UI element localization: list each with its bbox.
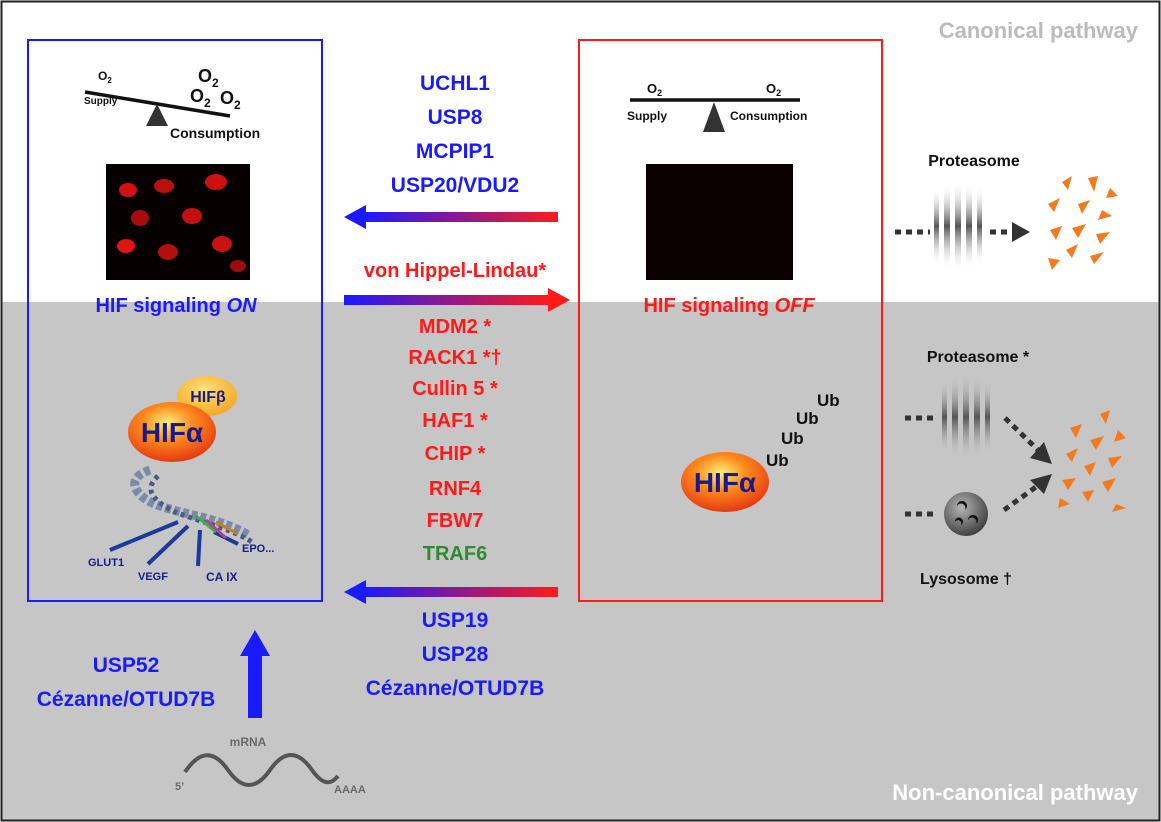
transcriptional-regulators: USP52 Cézanne/OTUD7B (37, 654, 216, 711)
ligase-mdm2: MDM2 * (419, 316, 491, 338)
svg-text:HIFα: HIFα (694, 467, 756, 498)
bottom-deubiquitinase-list: USP19 USP28 Cézanne/OTUD7B (366, 609, 545, 700)
arrow-deubiquitination-bottom (344, 580, 558, 604)
ligase-rnf4: RNF4 (429, 478, 482, 500)
ligase-rack1: RACK1 *† (408, 347, 501, 369)
svg-text:Cézanne/OTUD7B: Cézanne/OTUD7B (366, 677, 545, 700)
ubiquitin-2: Ub (781, 429, 804, 448)
supply-label-off: Supply (627, 109, 667, 123)
vhl-label: von Hippel-Lindau* (364, 260, 546, 282)
hif-signaling-on-label: HIF signaling ON (95, 295, 257, 317)
mrna-strand: mRNA 5’ AAAA (175, 735, 366, 796)
hif-alpha-subunit-off (681, 452, 769, 512)
svg-text:O2: O2 (647, 81, 662, 98)
ubiquitin-3: Ub (796, 409, 819, 428)
svg-text:O2: O2 (190, 86, 211, 110)
target-gene-glut1: GLUT1 (88, 557, 124, 569)
hif-complex: HIFβ HIFα GLUT1 VEGF CA IX EPO... (88, 376, 274, 584)
proteasome-noncanonical (905, 374, 1052, 464)
svg-text:USP28: USP28 (422, 643, 489, 666)
lysosome (905, 474, 1052, 536)
consumption-label-on: Consumption (170, 125, 260, 141)
svg-text:O2: O2 (220, 88, 241, 112)
svg-text:USP52: USP52 (93, 654, 160, 677)
svg-text:USP8: USP8 (428, 106, 483, 129)
hif-on-panel (27, 39, 323, 602)
target-gene-epo: EPO... (242, 543, 274, 555)
svg-text:HIFα: HIFα (141, 417, 203, 448)
hif-off-micrograph (646, 164, 793, 280)
svg-text:O2: O2 (766, 81, 781, 98)
oxygen-balance-on: O2 Supply O2 O2 O2 Consumption (84, 66, 260, 141)
ubiquitin-4: Ub (817, 391, 840, 410)
top-deubiquitinase-list: UCHL1 USP8 MCPIP1 USP20/VDU2 (391, 72, 519, 197)
hif-on-micrograph (106, 164, 250, 280)
hif-alpha-subunit-on (128, 402, 216, 462)
peptide-fragments-noncanonical (1058, 410, 1126, 512)
oxygen-balance-off: O2 O2 Supply Consumption (627, 81, 807, 132)
svg-text:USP19: USP19 (422, 609, 489, 632)
ligase-traf6: TRAF6 (423, 543, 487, 565)
noncanonical-pathway-label: Non-canonical pathway (892, 780, 1138, 805)
svg-text:AAAA: AAAA (334, 784, 366, 796)
consumption-label-off: Consumption (730, 109, 807, 123)
ligase-fbw7: FBW7 (427, 510, 484, 532)
noncanonical-region (2, 302, 1159, 820)
proteasome-label-noncanonical: Proteasome * (927, 349, 1030, 366)
arrow-transcription (240, 630, 270, 718)
svg-text:Cézanne/OTUD7B: Cézanne/OTUD7B (37, 688, 216, 711)
arrow-deubiquitination-top (344, 205, 558, 229)
supply-label-on: Supply (84, 96, 118, 107)
peptide-fragments-canonical (1048, 176, 1118, 270)
svg-text:UCHL1: UCHL1 (420, 72, 490, 95)
svg-text:USP20/VDU2: USP20/VDU2 (391, 174, 519, 197)
hif-signaling-off-label: HIF signaling OFF (643, 295, 815, 317)
proteasome-canonical (895, 180, 1030, 272)
ubiquitinated-hif-alpha: HIFα Ub Ub Ub Ub (681, 391, 840, 512)
svg-text:mRNA: mRNA (230, 735, 267, 749)
ligase-haf1: HAF1 * (422, 410, 488, 432)
hif-off-panel (578, 39, 883, 602)
lysosome-label: Lysosome † (920, 571, 1012, 588)
svg-text:O2: O2 (98, 69, 112, 85)
proteasome-label-canonical: Proteasome (928, 153, 1020, 170)
e3-ligase-list: MDM2 * RACK1 *† Cullin 5 * HAF1 * CHIP *… (408, 316, 501, 565)
target-gene-vegf: VEGF (138, 571, 168, 583)
svg-text:MCPIP1: MCPIP1 (416, 140, 495, 163)
target-gene-ca-ix: CA IX (206, 570, 238, 584)
arrow-ubiquitination (344, 288, 570, 312)
ubiquitin-1: Ub (766, 451, 789, 470)
svg-text:O2: O2 (198, 66, 219, 90)
svg-text:5’: 5’ (175, 781, 184, 793)
canonical-pathway-label: Canonical pathway (939, 18, 1139, 43)
ligase-cullin5: Cullin 5 * (412, 378, 498, 400)
ligase-chip: CHIP * (425, 443, 486, 465)
svg-text:HIFβ: HIFβ (190, 389, 226, 406)
